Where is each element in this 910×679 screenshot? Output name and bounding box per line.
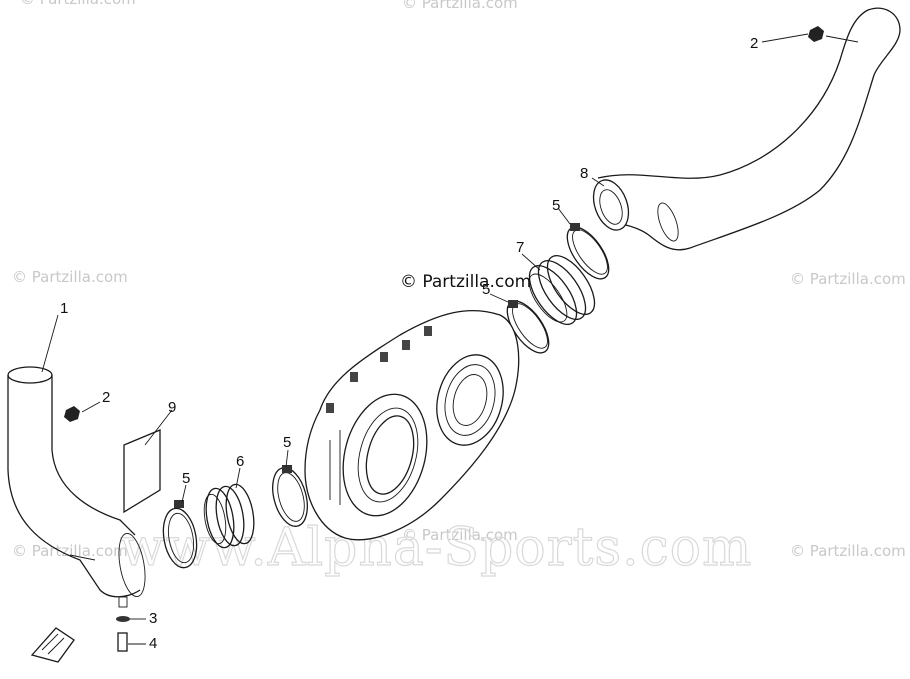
watermark-top-left: © Partzilla.com — [20, 0, 136, 8]
drain-tube-part-4 — [117, 632, 128, 652]
watermark-main: © Partzilla.com — [400, 272, 531, 292]
coupler-part-7 — [528, 255, 596, 325]
clip-part-3 — [116, 596, 130, 622]
watermark-bottom-right: © Partzilla.com — [790, 542, 906, 560]
watermark-bottom-left: © Partzilla.com — [12, 542, 128, 560]
callout-5-mid: 5 — [482, 281, 490, 298]
callout-5-upper: 5 — [552, 197, 560, 214]
cvt-cover-housing — [304, 309, 520, 541]
callout-3: 3 — [149, 610, 157, 627]
callout-6: 6 — [236, 453, 244, 470]
callout-8: 8 — [580, 165, 588, 182]
clamp-part-5-upper — [566, 223, 610, 280]
watermark-left: © Partzilla.com — [12, 268, 128, 286]
callout-5-left: 5 — [182, 470, 190, 487]
site-watermark: www.Alpha-Sports.com — [120, 518, 752, 578]
clamp-part-5-left — [162, 500, 198, 569]
watermark-bottom-center: © Partzilla.com — [402, 526, 518, 544]
callout-7: 7 — [516, 239, 524, 256]
callout-9: 9 — [168, 399, 176, 416]
seal-part-9 — [123, 429, 161, 514]
front-arrow-icon — [30, 627, 75, 663]
nut-part-2-upper — [808, 26, 824, 42]
watermark-right: © Partzilla.com — [790, 270, 906, 288]
watermark-top-center: © Partzilla.com — [402, 0, 518, 12]
clamp-part-5-right-of-6 — [272, 465, 308, 527]
clamp-part-5-mid — [506, 300, 550, 354]
upper-intake-duct — [592, 7, 901, 251]
callout-4: 4 — [149, 635, 157, 652]
coupler-part-6 — [203, 483, 255, 549]
callout-5-center: 5 — [283, 434, 291, 451]
callout-1: 1 — [60, 300, 68, 317]
lower-intake-duct — [7, 366, 146, 598]
callout-2-upper: 2 — [750, 35, 758, 52]
nut-part-2-lower — [64, 406, 80, 422]
callout-2-lower: 2 — [102, 389, 110, 406]
leader-lines — [41, 33, 859, 645]
